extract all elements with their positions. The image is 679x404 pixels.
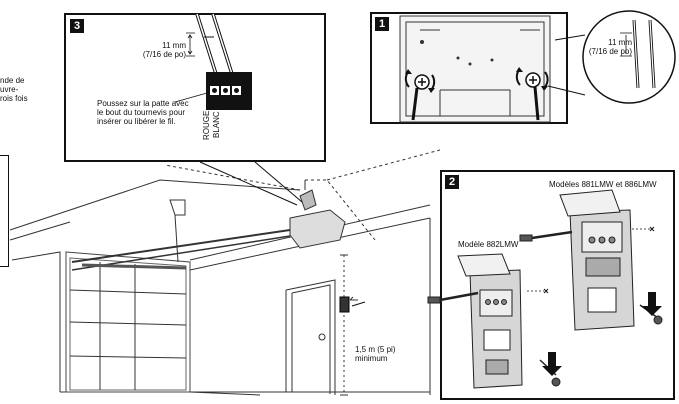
mounting-height-label: 1,5 m (5 pi) minimum [355,345,395,363]
model-label-881-886: Modèles 881LMW et 886LMW [549,180,657,189]
callout-measure-mm: 11 mm [608,38,632,47]
cutoff-text-line1: nde de [0,76,25,85]
mounting-height-note: minimum [355,354,388,363]
cutoff-text: nde de uvre- rois fois [0,76,40,103]
panel-3-instruction-line1: Poussez sur la patte avec [97,99,189,108]
mounting-height-value: 1,5 m (5 pi) [355,345,396,354]
step-3-badge: 3 [70,19,84,33]
panel-3-measure-mm: 11 mm [162,41,186,50]
panel-3-instruction-line3: insérer ou libérer le fil. [97,117,176,126]
panel-step-3: 3 [64,13,326,162]
panel-3-instruction: Poussez sur la patte avec le bout du tou… [97,99,207,126]
cutoff-text-line2: uvre- [0,85,19,94]
step-1-badge: 1 [375,17,389,31]
model-label-882: Modèle 882LMW [458,240,519,249]
cutoff-text-line3: rois fois [0,94,28,103]
callout-measure-in: (7/16 de po) [588,47,632,56]
panel-3-measure: 11 mm (7/16 de po) [140,41,186,59]
step-2-badge: 2 [445,175,459,189]
callout-measure: 11 mm (7/16 de po) [586,38,632,56]
cutoff-box-edge [0,155,9,267]
panel-3-measure-in: (7/16 de po) [142,50,186,59]
panel-3-instruction-line2: le bout du tournevis pour [97,108,186,117]
